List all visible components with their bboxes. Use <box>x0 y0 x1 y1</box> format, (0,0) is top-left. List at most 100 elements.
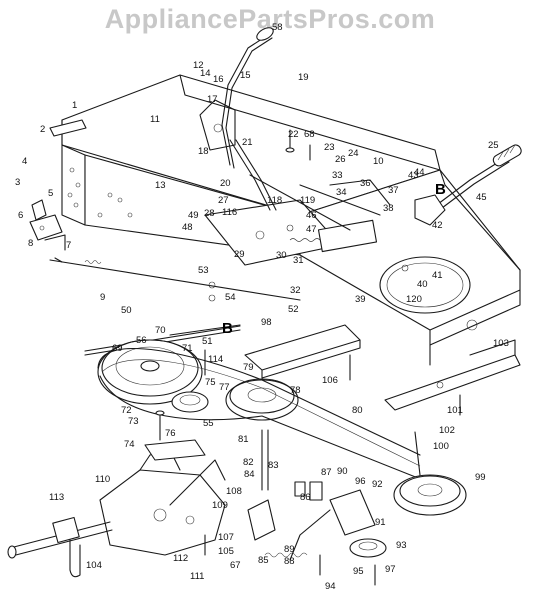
callout-39: 39 <box>355 294 366 305</box>
callout-104: 104 <box>86 560 102 571</box>
callout-114: 114 <box>208 354 223 365</box>
callout-6: 6 <box>18 210 23 221</box>
callout-108: 108 <box>226 486 242 497</box>
callout-83: 83 <box>268 460 279 471</box>
callout-84: 84 <box>244 469 255 480</box>
callout-103: 103 <box>493 338 509 349</box>
callout-33: 33 <box>332 170 343 181</box>
callout-16: 16 <box>213 74 224 85</box>
callout-120: 120 <box>406 294 422 305</box>
callout-18: 18 <box>198 146 209 157</box>
callout-56: 56 <box>136 335 147 346</box>
fasteners <box>155 129 461 586</box>
callout-95: 95 <box>353 566 364 577</box>
callout-47: 47 <box>306 224 317 235</box>
transaxle-pulley <box>393 431 467 516</box>
callout-67: 67 <box>230 560 241 571</box>
callout-92: 92 <box>372 479 383 490</box>
callout-118: 118 <box>267 195 282 206</box>
callout-94: 94 <box>325 581 336 592</box>
drive-belt <box>97 348 421 479</box>
callout-101: 101 <box>447 405 463 416</box>
callout-69: 69 <box>112 343 123 354</box>
callout-82: 82 <box>243 457 254 468</box>
callout-14: 14 <box>200 68 211 79</box>
callout-102: 102 <box>439 425 455 436</box>
callout-17: 17 <box>207 94 218 105</box>
reference-mark-b-upper: B <box>435 181 446 198</box>
callout-44: 44 <box>414 167 425 178</box>
callout-3: 3 <box>15 177 20 188</box>
callout-28: 28 <box>204 208 215 219</box>
callout-55: 55 <box>203 418 214 429</box>
callout-37: 37 <box>388 185 399 196</box>
callout-93: 93 <box>396 540 407 551</box>
callout-76: 76 <box>165 428 176 439</box>
callout-25: 25 <box>488 140 499 151</box>
callout-13: 13 <box>155 180 166 191</box>
callout-27: 27 <box>218 195 229 206</box>
callout-109: 109 <box>212 500 228 511</box>
callout-86: 86 <box>300 492 311 503</box>
transaxle-assembly <box>7 439 226 578</box>
callout-81: 81 <box>238 434 249 445</box>
callout-30: 30 <box>276 250 287 261</box>
callout-58: 58 <box>272 22 283 33</box>
idler-pulley-small <box>171 391 209 413</box>
callout-105: 105 <box>218 546 234 557</box>
callout-22: 22 <box>288 129 299 140</box>
callout-100: 100 <box>433 441 449 452</box>
callout-85: 85 <box>258 555 269 566</box>
callout-88: 88 <box>284 556 295 567</box>
callout-116: 116 <box>222 207 237 218</box>
callout-78: 78 <box>290 385 301 396</box>
center-pulley <box>225 378 299 421</box>
callout-4: 4 <box>22 156 27 167</box>
callout-11: 11 <box>150 114 160 125</box>
right-bracket <box>384 339 521 411</box>
callout-111: 111 <box>190 571 204 582</box>
callout-77: 77 <box>219 382 230 393</box>
left-bracket <box>29 119 87 251</box>
callout-74: 74 <box>124 439 135 450</box>
callout-48: 48 <box>182 222 193 233</box>
mounting-plate <box>244 324 361 379</box>
callout-53: 53 <box>198 265 209 276</box>
callout-51: 51 <box>202 336 213 347</box>
callout-99: 99 <box>475 472 486 483</box>
callout-2: 2 <box>40 124 45 135</box>
shift-lever <box>199 27 277 211</box>
callout-97: 97 <box>385 564 396 575</box>
callout-34: 34 <box>336 187 347 198</box>
callout-119: 119 <box>300 195 315 206</box>
callout-107: 107 <box>218 532 234 543</box>
right-lever-handle <box>414 144 522 226</box>
callout-90: 90 <box>337 466 348 477</box>
callout-43: 43 <box>408 170 419 181</box>
callout-40: 40 <box>417 279 428 290</box>
callout-7: 7 <box>66 240 71 251</box>
callout-41: 41 <box>432 270 443 281</box>
callout-15: 15 <box>240 70 251 81</box>
callout-38: 38 <box>383 203 394 214</box>
callout-19: 19 <box>298 72 309 83</box>
reference-mark-b-lower: B <box>222 320 233 337</box>
callout-8: 8 <box>28 238 33 249</box>
callout-72: 72 <box>121 405 132 416</box>
callout-31: 31 <box>293 255 304 266</box>
callout-24: 24 <box>348 148 359 159</box>
callout-113: 113 <box>49 492 64 503</box>
chassis-frame <box>61 74 521 366</box>
callout-10: 10 <box>373 156 384 167</box>
engine-pulley <box>97 339 203 405</box>
callout-9: 9 <box>100 292 105 303</box>
callout-1: 1 <box>72 100 77 111</box>
callout-70: 70 <box>155 325 166 336</box>
callout-46: 46 <box>306 210 317 221</box>
callout-5: 5 <box>48 188 53 199</box>
callout-110: 110 <box>95 474 110 485</box>
callout-73: 73 <box>128 416 139 427</box>
callout-87: 87 <box>321 467 332 478</box>
brake-assembly <box>247 429 376 561</box>
